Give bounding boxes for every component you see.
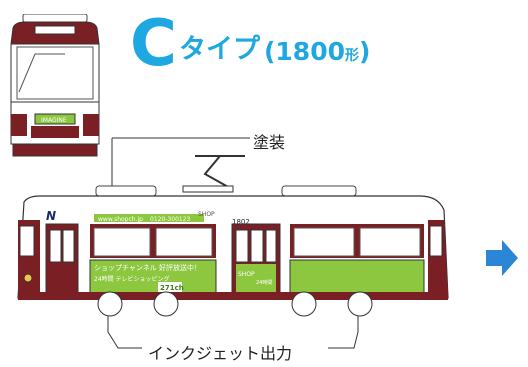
front-cab-window — [19, 225, 35, 257]
brand-mark-top: SHOP — [198, 211, 215, 218]
url-text: www.shopch.jp — [98, 216, 143, 223]
side-car-number: 1802 — [232, 218, 250, 226]
door-center-ad — [236, 264, 276, 292]
title-letter: C — [130, 7, 177, 81]
front-left-panel — [11, 114, 27, 136]
roof-equipment-right — [281, 185, 357, 197]
ad-panel-right — [289, 259, 425, 295]
inkjet-leader-right — [328, 308, 359, 349]
tram-side-view: www.shopch.jp 0120-300123 SHOP 1802 N ショ… — [17, 185, 449, 317]
front-destination-green — [34, 113, 76, 125]
front-destination-sign — [34, 25, 76, 35]
door-center-window-3 — [265, 229, 277, 263]
window-right-1 — [293, 227, 355, 257]
front-right-panel — [83, 114, 99, 136]
badge-24: 24時間 — [256, 280, 272, 286]
front-windshield — [16, 46, 94, 100]
title-model-suffix: 形 — [345, 48, 359, 64]
door-front-window-left — [49, 229, 62, 263]
title-model-number: 1800 — [275, 37, 345, 66]
front-roof — [22, 14, 88, 23]
side-logo: N — [46, 209, 56, 223]
arrow-shape — [486, 240, 518, 276]
front-wiper — [18, 53, 36, 93]
tram-front-view: N 1802 IMAGINE — [10, 14, 100, 157]
rear-cab-window — [429, 225, 443, 257]
title-paren-close: ) — [359, 37, 371, 66]
wheel-2 — [153, 291, 179, 317]
brand-mark-door: SHOP — [238, 271, 255, 278]
wheel-1 — [97, 291, 123, 317]
title-type-word: タイプ — [178, 34, 260, 65]
door-center-window-2 — [250, 229, 264, 263]
wheel-3 — [291, 291, 317, 317]
door-center-window-1 — [235, 229, 249, 263]
front-destination-text: IMAGINE — [41, 117, 67, 124]
window-left-2 — [155, 227, 213, 257]
window-left-1 — [93, 227, 151, 257]
front-headlight — [23, 273, 33, 283]
window-right-2 — [359, 227, 421, 257]
side-skirt — [18, 292, 448, 300]
front-skirt — [12, 143, 98, 157]
price-text: 271ch — [160, 284, 184, 292]
page-title: C タイプ (1800形) — [130, 7, 370, 81]
phone-text: 0120-300123 — [150, 216, 191, 223]
next-arrow-icon — [486, 240, 518, 276]
door-front-window-right — [62, 229, 75, 263]
url-band — [94, 214, 204, 222]
pantograph-arm — [203, 155, 231, 189]
ad-headline: ショップチャンネル 好評放送中！ — [94, 263, 201, 272]
pantograph-base — [182, 185, 234, 193]
title-paren-open: ( — [263, 37, 276, 66]
wheel-4 — [347, 291, 373, 317]
price-box — [158, 282, 182, 292]
front-bumper-band — [31, 126, 79, 138]
paint-label: 塗装 — [253, 133, 286, 152]
ad-subline: 24時間 テレビショッピング — [94, 275, 170, 283]
pantograph — [182, 155, 245, 193]
inkjet-leader-left — [107, 308, 142, 349]
roof-equipment-left — [95, 185, 157, 197]
title-model: (1800形) — [264, 37, 370, 66]
inkjet-label: インクジェット出力 — [148, 344, 293, 363]
ad-panel-left — [89, 259, 217, 295]
